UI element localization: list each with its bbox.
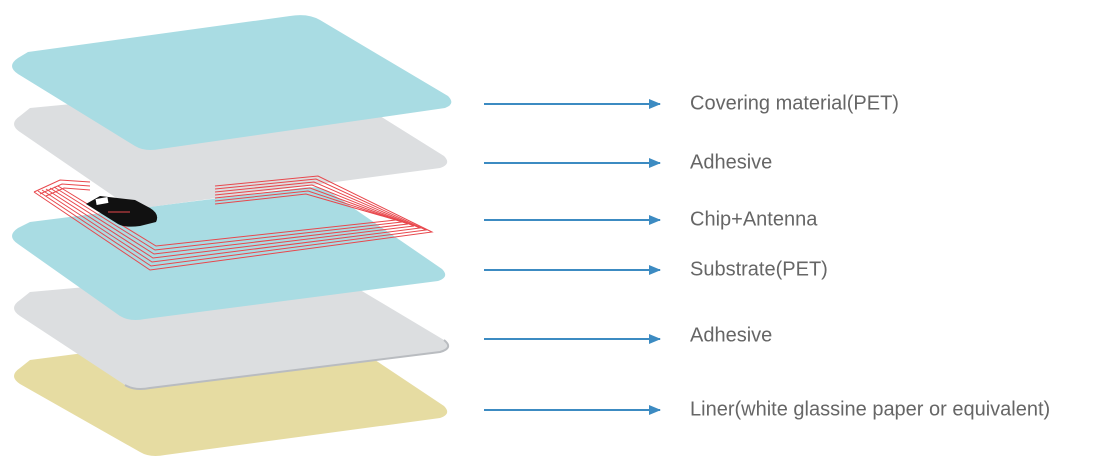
callout-adhesive-lower: Adhesive [484,324,772,346]
callout-covering: Covering material(PET) [484,92,899,114]
chip [86,196,158,227]
layer-sheets [12,15,452,456]
label-adhesive-upper: Adhesive [690,151,772,173]
chip-die [95,197,109,205]
label-substrate: Substrate(PET) [690,258,828,280]
label-liner: Liner(white glassine paper or equivalent… [690,398,1050,420]
label-covering: Covering material(PET) [690,92,899,114]
covering-sheet [12,15,452,150]
callout-liner: Liner(white glassine paper or equivalent… [484,398,1050,420]
callout-substrate: Substrate(PET) [484,258,828,280]
antenna-coil [33,175,434,271]
layer-callouts: Covering material(PET) Adhesive Chip+Ant… [484,92,1050,420]
label-adhesive-lower: Adhesive [690,324,772,346]
callout-chip-antenna: Chip+Antenna [484,208,818,230]
callout-adhesive-upper: Adhesive [484,151,772,173]
adhesive-lower-shadow [124,339,450,390]
label-chip-antenna: Chip+Antenna [690,208,818,230]
